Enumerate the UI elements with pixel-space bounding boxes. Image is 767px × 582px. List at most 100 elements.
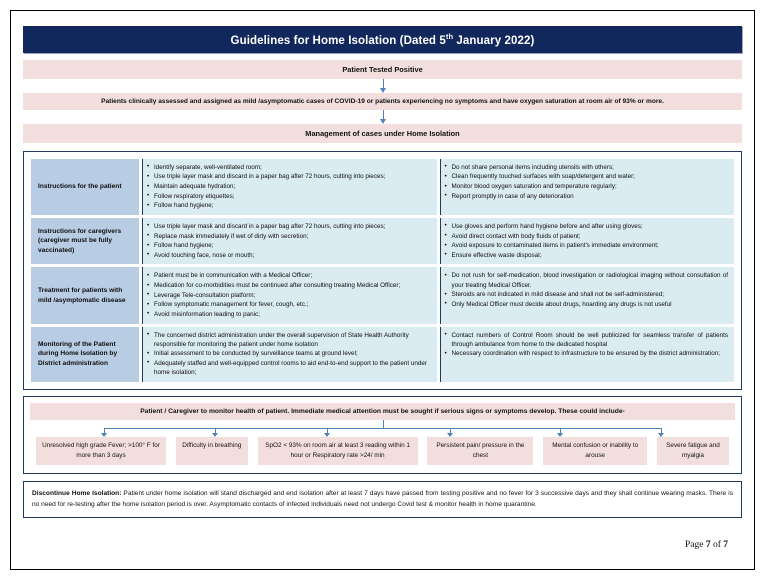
bullet-list: The concerned district administration un… [147,330,431,378]
arrow-head-icon [211,432,218,437]
list-item: Maintain adequate hydration; [147,182,431,192]
list-item: Follow symptomatic management for fever,… [147,300,431,310]
list-item: Initial assessment to be conducted by su… [147,349,431,359]
list-item: Use gloves and perform hand hygiene befo… [445,221,729,231]
list-item: Ensure effective waste disposal; [445,250,729,260]
discontinue-home-isolation-section: Discontinue Home Isolation: Patient unde… [23,480,742,518]
connector-drop [327,427,329,434]
flow-step-clinical-assessment: Patients clinically assessed and assigne… [23,92,742,110]
row-right-monitoring-district: Contact numbers of Control Room should b… [439,326,734,382]
connector-drop [661,427,663,434]
table-row: Monitoring of the Patient during Home Is… [31,326,734,382]
connector-drop [214,427,216,434]
list-item: Only Medical Officer must decide about d… [445,299,729,309]
bullet-list: Use gloves and perform hand hygiene befo… [445,221,729,260]
page-current: 7 [705,539,711,550]
title-ordinal-suffix: th [445,32,454,41]
guidelines-table: Instructions for the patient Identify se… [28,156,737,385]
title-prefix: Guidelines for Home Isolation (Dated 5 [230,34,446,47]
bullet-list: Contact numbers of Control Room should b… [445,330,729,359]
flow-step-management-home-isolation: Management of cases under Home Isolation [23,123,742,143]
list-item: Replace mask immediately if wet of dirty… [147,231,431,241]
page-total: 7 [723,539,728,550]
monitoring-section: Patient / Caregiver to monitor health of… [23,395,742,474]
list-item: Use triple layer mask and discard in a p… [147,221,431,231]
symptom-box-fever: Unresolved high grade Fever; >100° F for… [36,436,166,465]
bullet-list: Use triple layer mask and discard in a p… [147,221,431,260]
list-item: Follow hand hygiene; [147,201,431,211]
table-row: Instructions for the patient Identify se… [31,158,734,215]
arrow-head-icon [379,118,386,124]
list-item: Report promptly in case of any deteriora… [445,191,729,201]
arrow-connector-2 [23,109,742,124]
symptom-box-fatigue: Severe fatigue and myalgia [656,436,729,465]
arrow-head-icon [379,87,386,93]
list-item: Do not share personal items including ut… [445,162,729,172]
bullet-list: Do not share personal items including ut… [445,162,729,201]
spacer-after-title [23,53,742,60]
title-suffix: January 2022) [453,34,535,47]
arrow-line [382,109,384,120]
list-item: Contact numbers of Control Room should b… [445,330,729,349]
connector-drop [560,427,562,434]
discontinue-text: Patient under home isolation will stand … [32,489,733,508]
row-right-instructions-caregivers: Use gloves and perform hand hygiene befo… [439,217,734,265]
row-label-treatment-mild: Treatment for patients with mild /asympt… [31,267,139,324]
page-label-prefix: Page [684,539,706,550]
list-item: Do not rush for self-medication, blood i… [445,271,729,289]
connector-hline [103,427,662,429]
list-item: Follow respiratory etiquettes; [147,191,431,201]
symptom-box-row: Unresolved high grade Fever; >100° F for… [30,436,735,465]
list-item: Clean frequently touched surfaces with s… [445,172,729,182]
symptom-box-chest-pain: Persistent pain/ pressure in the chest [427,436,534,465]
monitoring-banner: Patient / Caregiver to monitor health of… [30,402,735,420]
list-item: Use triple layer mask and discard in a p… [147,172,431,182]
document-page: Guidelines for Home Isolation (Dated 5th… [10,10,755,570]
list-item: Necessary coordination with respect to i… [445,349,729,359]
row-label-instructions-patient: Instructions for the patient [31,158,139,215]
page-label-mid: of [710,539,724,550]
list-item: Steroids are not indicated in mild disea… [445,290,729,300]
row-label-instructions-caregivers: Instructions for caregivers (caregiver m… [31,217,139,265]
connector-stem [382,419,384,428]
list-item: Adequately staffed and well-equipped con… [147,358,431,377]
bullet-list: Identify separate, well-ventilated room;… [147,162,431,211]
row-right-treatment-mild: Do not rush for self-medication, blood i… [439,267,734,324]
list-item: Identify separate, well-ventilated room; [147,162,431,172]
connector-drop [103,427,105,434]
discontinue-heading: Discontinue Home Isolation: [32,489,122,497]
arrow-head-icon [446,432,453,437]
arrow-head-icon [100,432,107,437]
symptom-box-spo2: SpO2 < 93% on room air at least 3 readin… [257,436,418,465]
row-left-instructions-patient: Identify separate, well-ventilated room;… [142,158,437,215]
page-content: Guidelines for Home Isolation (Dated 5th… [23,26,742,550]
list-item: Avoid direct contact with body fluids of… [445,231,729,241]
row-left-treatment-mild: Patient must be in communication with a … [142,267,437,324]
table-row: Treatment for patients with mild /asympt… [31,267,734,324]
arrow-head-icon [324,432,331,437]
table-row: Instructions for caregivers (caregiver m… [31,217,734,265]
row-label-monitoring-district: Monitoring of the Patient during Home Is… [31,326,139,382]
list-item: Avoid touching face, nose or mouth; [147,250,431,260]
row-left-monitoring-district: The concerned district administration un… [142,326,437,382]
page-number-footer: Page 7 of 7 [23,540,742,550]
arrow-head-icon [557,432,564,437]
list-item: Leverage Tele-consultation platform; [147,290,431,300]
list-item: Avoid misinformation leading to panic; [147,309,431,319]
list-item: The concerned district administration un… [147,330,431,349]
symptom-box-mental-confusion: Mental confusion or inability to arouse [543,436,648,465]
list-item: Patient must be in communication with a … [147,271,431,281]
bullet-list: Do not rush for self-medication, blood i… [445,271,729,309]
arrow-connector-1 [23,78,742,93]
list-item: Avoid exposure to contaminated items in … [445,241,729,251]
arrow-line [382,78,384,89]
row-right-instructions-patient: Do not share personal items including ut… [439,158,734,215]
row-left-instructions-caregivers: Use triple layer mask and discard in a p… [142,217,437,265]
guidelines-matrix: Instructions for the patient Identify se… [23,150,742,390]
symptom-box-breathing: Difficulty in breathing [175,436,248,465]
bullet-list: Patient must be in communication with a … [147,271,431,319]
arrow-head-icon [658,432,665,437]
connector-drop [449,427,451,434]
branch-connector [76,419,689,437]
list-item: Follow hand hygiene; [147,241,431,251]
